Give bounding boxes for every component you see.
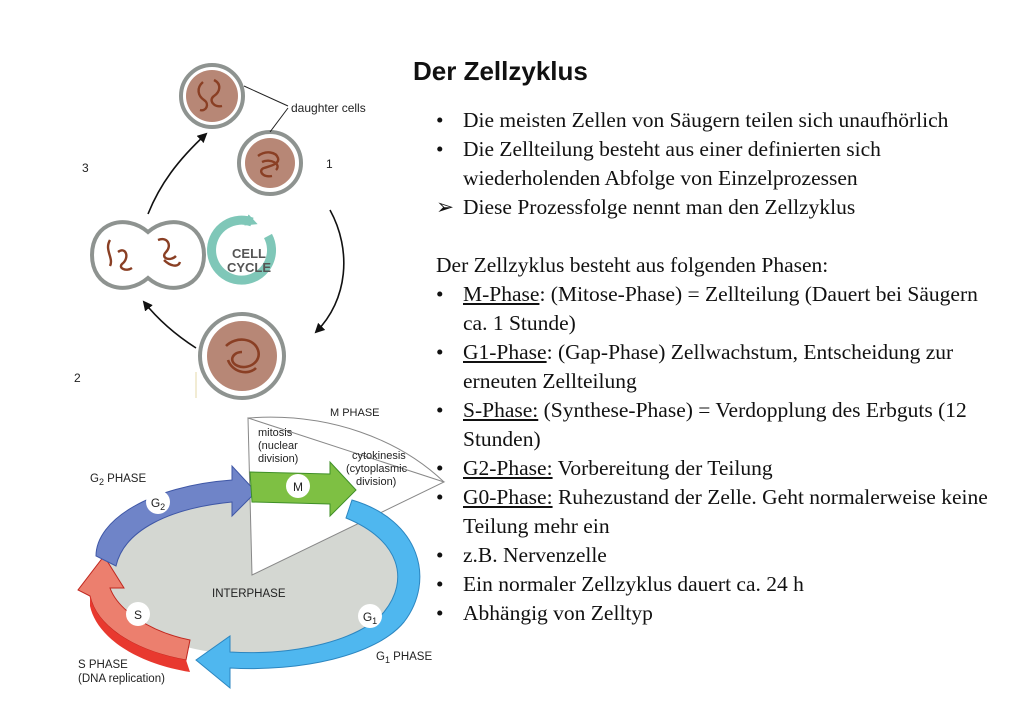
phase-desc: (Synthese-Phase) = Verdopplung des Erbgu…	[463, 398, 967, 451]
mitosis-label: mitosis	[258, 427, 293, 439]
phase-item: • M-Phase: (Mitose-Phase) = Zellteilung …	[436, 280, 996, 338]
phase-ring-illustration: M G2 G1 S M PHASE mitosis (nuclear divis…	[77, 407, 446, 690]
m-phase-label: M PHASE	[330, 407, 380, 419]
bullet-item: • Ein normaler Zellzyklus dauert ca. 24 …	[436, 570, 996, 599]
bullet-text: z.B. Nervenzelle	[463, 543, 607, 567]
phases-heading: Der Zellzyklus besteht aus folgenden Pha…	[436, 253, 829, 277]
step-number: 1	[326, 157, 333, 171]
bullet-marker: •	[436, 282, 444, 306]
label-connector	[243, 85, 289, 133]
cycle-arrow-left	[147, 132, 208, 215]
chromosome-strand	[106, 239, 133, 271]
bullet-marker: •	[436, 340, 444, 364]
s-phase-note: (DNA replication)	[78, 673, 165, 685]
phase-desc: Ruhezustand der Zelle. Geht normalerweis…	[463, 485, 988, 538]
bullet-item: • Die Zellteilung besteht aus einer defi…	[436, 135, 996, 193]
chromosome-strand	[157, 237, 182, 267]
bullet-text: Abhängig von Zelltyp	[463, 601, 653, 625]
cytokinesis-label: division)	[356, 476, 396, 488]
interphase-cell	[237, 130, 303, 196]
phase-item: • S-Phase: (Synthese-Phase) = Verdopplun…	[436, 396, 996, 454]
cell-cycle-label: CYCLE	[227, 260, 271, 275]
bullet-marker: •	[436, 601, 444, 625]
phase-item: • G0-Phase: Ruhezustand der Zelle. Geht …	[436, 483, 996, 541]
cell-cycle-arrow	[207, 214, 277, 285]
m-phase-arc	[247, 416, 445, 483]
badge-m	[286, 474, 310, 498]
phase-item: • G1-Phase: (Gap-Phase) Zellwachstum, En…	[436, 338, 996, 396]
bullet-text: Die Zellteilung besteht aus einer defini…	[463, 137, 881, 190]
phase-desc: : (Mitose-Phase) = Zellteilung (Dauert b…	[463, 282, 978, 335]
bullet-marker: •	[436, 398, 444, 422]
phase-term: S-Phase:	[463, 398, 539, 422]
chromosome-strand	[225, 338, 260, 374]
bullet-marker: •	[436, 137, 444, 161]
s-phase-band-edge	[90, 596, 190, 672]
badge-g1	[358, 604, 382, 628]
cycle-arrow-bottom	[142, 300, 197, 349]
cytokinesis-label: cytokinesis	[352, 450, 406, 462]
g2-phase-label: G2 PHASE	[90, 473, 146, 487]
bullet-item: • Die meisten Zellen von Säugern teilen …	[436, 106, 996, 135]
bullet-marker: •	[436, 572, 444, 596]
cell-cycle-label: CELL	[232, 246, 266, 261]
spacer	[436, 222, 996, 251]
cytokinesis-label: (cytoplasmic	[346, 463, 408, 475]
phase-term: G1-Phase	[463, 340, 547, 364]
daughter-cell	[179, 63, 245, 129]
chromosome-strand	[197, 78, 223, 112]
mitotic-cell	[198, 312, 286, 400]
step-number: 3	[82, 161, 89, 175]
chromosome-strand	[257, 151, 280, 178]
bullet-text: Ein normaler Zellzyklus dauert ca. 24 h	[463, 572, 804, 596]
bullet-marker: •	[436, 456, 444, 480]
phase-item: • G2-Phase: Vorbereitung der Teilung	[436, 454, 996, 483]
bullet-text: Die meisten Zellen von Säugern teilen si…	[463, 108, 949, 132]
bullet-item: • z.B. Nervenzelle	[436, 541, 996, 570]
step-number: 2	[74, 371, 81, 385]
g1-phase-band	[195, 499, 421, 690]
bullet-marker: •	[436, 543, 444, 567]
bullet-marker: •	[436, 108, 444, 132]
phase-term: G0-Phase:	[463, 485, 553, 509]
badge-m-label: M	[293, 480, 303, 494]
badge-s	[126, 602, 150, 626]
badge-g1-label: G1	[363, 610, 377, 626]
bullet-text: Diese Prozessfolge nennt man den Zellzyk…	[463, 195, 856, 219]
mitosis-label: division)	[258, 453, 298, 465]
phase-desc: Vorbereitung der Teilung	[552, 456, 773, 480]
badge-s-label: S	[134, 608, 142, 622]
phase-desc: : (Gap-Phase) Zellwachstum, Entscheidung…	[463, 340, 954, 393]
cell-cycle-illustration: daughter cells CELL CYCLE 1 2 3	[74, 63, 366, 400]
slide-title: Der Zellzyklus	[413, 56, 588, 86]
dividing-cell	[89, 220, 207, 290]
cycle-arrow-right	[314, 209, 345, 334]
badge-g2	[146, 490, 170, 514]
mitosis-label: (nuclear	[258, 440, 298, 452]
phase-term: G2-Phase:	[463, 456, 553, 480]
g1-phase-label: G1 PHASE	[376, 651, 432, 665]
interphase-label: INTERPHASE	[212, 588, 286, 600]
bullet-marker: •	[436, 485, 444, 509]
bullet-item: • Abhängig von Zelltyp	[436, 599, 996, 628]
badge-g2-label: G2	[151, 496, 165, 512]
daughter-cells-label: daughter cells	[291, 101, 366, 115]
text-column: • Die meisten Zellen von Säugern teilen …	[436, 106, 996, 628]
s-phase-label: S PHASE	[78, 659, 128, 671]
arrow-bullet-marker: ➢	[436, 195, 455, 219]
arrow-bullet-item: ➢ Diese Prozessfolge nennt man den Zellz…	[436, 193, 996, 222]
phase-term: M-Phase	[463, 282, 540, 306]
